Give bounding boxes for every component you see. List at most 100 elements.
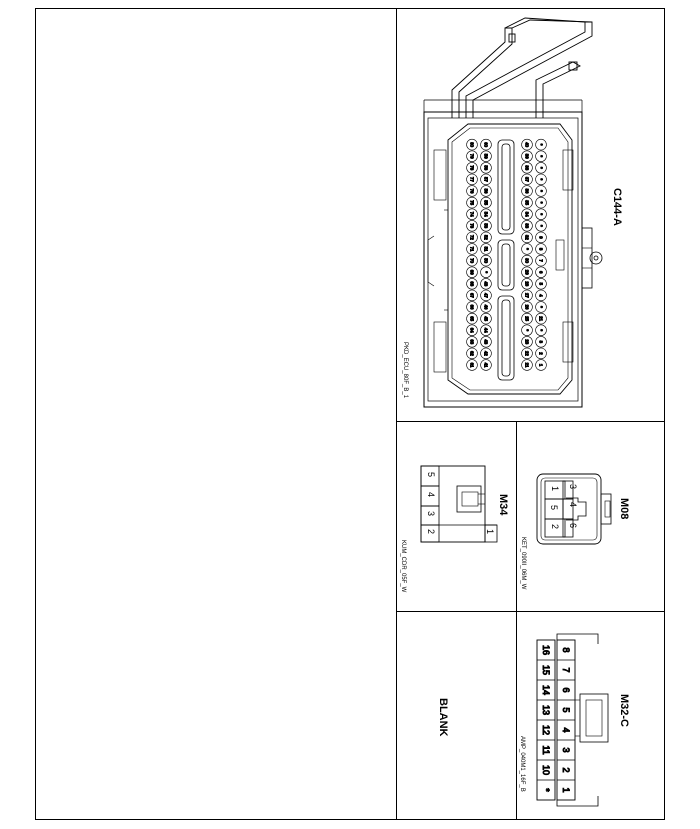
- c144a-pin: [535, 266, 547, 278]
- c144a-pin: [466, 301, 478, 313]
- c144a-pin: [466, 312, 478, 325]
- m08-title: M08: [618, 498, 630, 519]
- c144a-pin-label: 72: [470, 235, 475, 240]
- c144a-pin-label: 56: [484, 189, 489, 194]
- c144a-pin-label: 63: [470, 339, 475, 344]
- c144a-pin-label: *: [484, 271, 489, 273]
- c144a-pin: [521, 312, 533, 325]
- c144a-pin-label: *: [539, 144, 544, 146]
- c144a-pin: [480, 185, 492, 197]
- m32c-pin-14: 14: [541, 685, 551, 695]
- c144a-pin: [466, 196, 478, 209]
- m08-part-code: KET_090II_06M_W: [520, 537, 526, 590]
- c144a-pin: [466, 208, 478, 220]
- c144a-pin: [521, 208, 533, 220]
- m08-pin-5: 5: [549, 505, 559, 510]
- m34-pin-2: 2: [426, 529, 436, 534]
- m32c-pin-2: 2: [561, 767, 571, 772]
- c144a-pin-label: *: [539, 202, 544, 204]
- m34-pin-3: 3: [426, 511, 436, 516]
- c144a-pin-label: 45: [484, 316, 489, 321]
- c144a-pin: [466, 254, 478, 267]
- c144a-pin-label: 61: [470, 363, 475, 368]
- c144a-pin-label: 25: [525, 316, 530, 321]
- c144a-pin: [480, 347, 492, 360]
- c144a-pin: [466, 243, 478, 255]
- c144a-pin: [480, 231, 492, 244]
- c144a-pin: [480, 336, 492, 348]
- c144a-pin: [521, 301, 533, 313]
- m32c-pin-16: 16: [541, 645, 551, 655]
- c144a-pin-label: 32: [525, 235, 530, 240]
- c144a-pin-label: 62: [470, 351, 475, 356]
- c144a-pin: [535, 312, 547, 325]
- c144a-pin-label: 37: [525, 177, 530, 182]
- c144a-pin: [521, 289, 533, 302]
- c144a-pin: [480, 162, 492, 174]
- c144a-pin-label: 78: [470, 165, 475, 170]
- m32c-pin-blank: *: [541, 788, 551, 792]
- c144a-pin: [480, 278, 492, 290]
- c144a-pin-label: *: [525, 248, 530, 250]
- c144a-pin-label: 79: [470, 154, 475, 159]
- c144a-pin: [480, 196, 492, 209]
- c144a-pin: [480, 243, 492, 255]
- c144a-pin: [535, 173, 547, 186]
- c144a-pin-label: 52: [484, 235, 489, 240]
- c144a-pin: [521, 185, 533, 197]
- m32c-pin-15: 15: [541, 665, 551, 675]
- c144a-pin: [466, 185, 478, 197]
- c144a-pin-label: 80: [470, 142, 475, 147]
- c144a-pin: [535, 162, 547, 174]
- c144a-pin-label: 51: [484, 247, 489, 252]
- c144a-pin: [521, 324, 533, 336]
- c144a-pin-label: 77: [470, 177, 475, 182]
- c144a-pin-label: 8: [539, 248, 544, 251]
- m08-pin-1: 1: [550, 486, 560, 491]
- c144a-pin-label: 33: [525, 223, 530, 228]
- c144a-pin-label: *: [539, 225, 544, 227]
- c144a-pin-label: 44: [484, 328, 489, 333]
- c144a-pin: [535, 289, 547, 302]
- c144a-pin-label: 59: [484, 154, 489, 159]
- c144a-pin-label: 73: [470, 223, 475, 228]
- c144a-pin: [535, 185, 547, 197]
- c144a-pin: [535, 196, 547, 209]
- m32c-pin-5: 5: [561, 707, 571, 712]
- c144a-pin-label: 40: [525, 142, 530, 147]
- c144a-pin: [466, 278, 478, 290]
- c144a-pin: [521, 243, 533, 255]
- c144a-pin-label: 1: [539, 364, 544, 367]
- m32c-pin-8: 8: [561, 647, 571, 652]
- c144a-pin: [535, 243, 547, 255]
- m32c-latch: [579, 693, 609, 743]
- c144a-pin: [480, 324, 492, 336]
- c144a-pin: [480, 173, 492, 186]
- connector-m08: 1 2 3 4 5 6 KET_090II_06M_W M08: [520, 473, 630, 590]
- c144a-wire-loop: [451, 17, 593, 118]
- c144a-pin-label: *: [539, 190, 544, 192]
- connector-m34: 5 4 3 2 1 KUM_CDR_05F_W M34: [400, 465, 509, 593]
- m34-pin-1: 1: [485, 529, 495, 534]
- c144a-pin-label: 30: [525, 258, 530, 263]
- c144a-pin-label: 35: [525, 200, 530, 205]
- c144a-pin-label: 26: [525, 305, 530, 310]
- m34-part-code: KUM_CDR_05F_W: [400, 540, 406, 593]
- c144a-pin-label: 69: [470, 270, 475, 275]
- m08-pin-6: 6: [568, 523, 578, 528]
- c144a-pin-label: 34: [525, 212, 530, 217]
- c144a-pin: [466, 336, 478, 348]
- c144a-pin-label: 3: [539, 341, 544, 344]
- c144a-pin-label: 74: [470, 212, 475, 217]
- c144a-pin-label: 41: [484, 363, 489, 368]
- c144a-pin: [480, 301, 492, 313]
- c144a-pin: [480, 138, 492, 151]
- c144a-pin: [521, 162, 533, 174]
- c144a-pin-label: *: [539, 167, 544, 169]
- c144a-pin-label: 55: [484, 200, 489, 205]
- m34-pin-5: 5: [426, 472, 436, 477]
- c144a-pin-label: 65: [470, 316, 475, 321]
- c144a-pin-label: 67: [470, 293, 475, 298]
- c144a-pin-label: 6: [539, 271, 544, 274]
- m08-pin-2: 2: [550, 524, 560, 529]
